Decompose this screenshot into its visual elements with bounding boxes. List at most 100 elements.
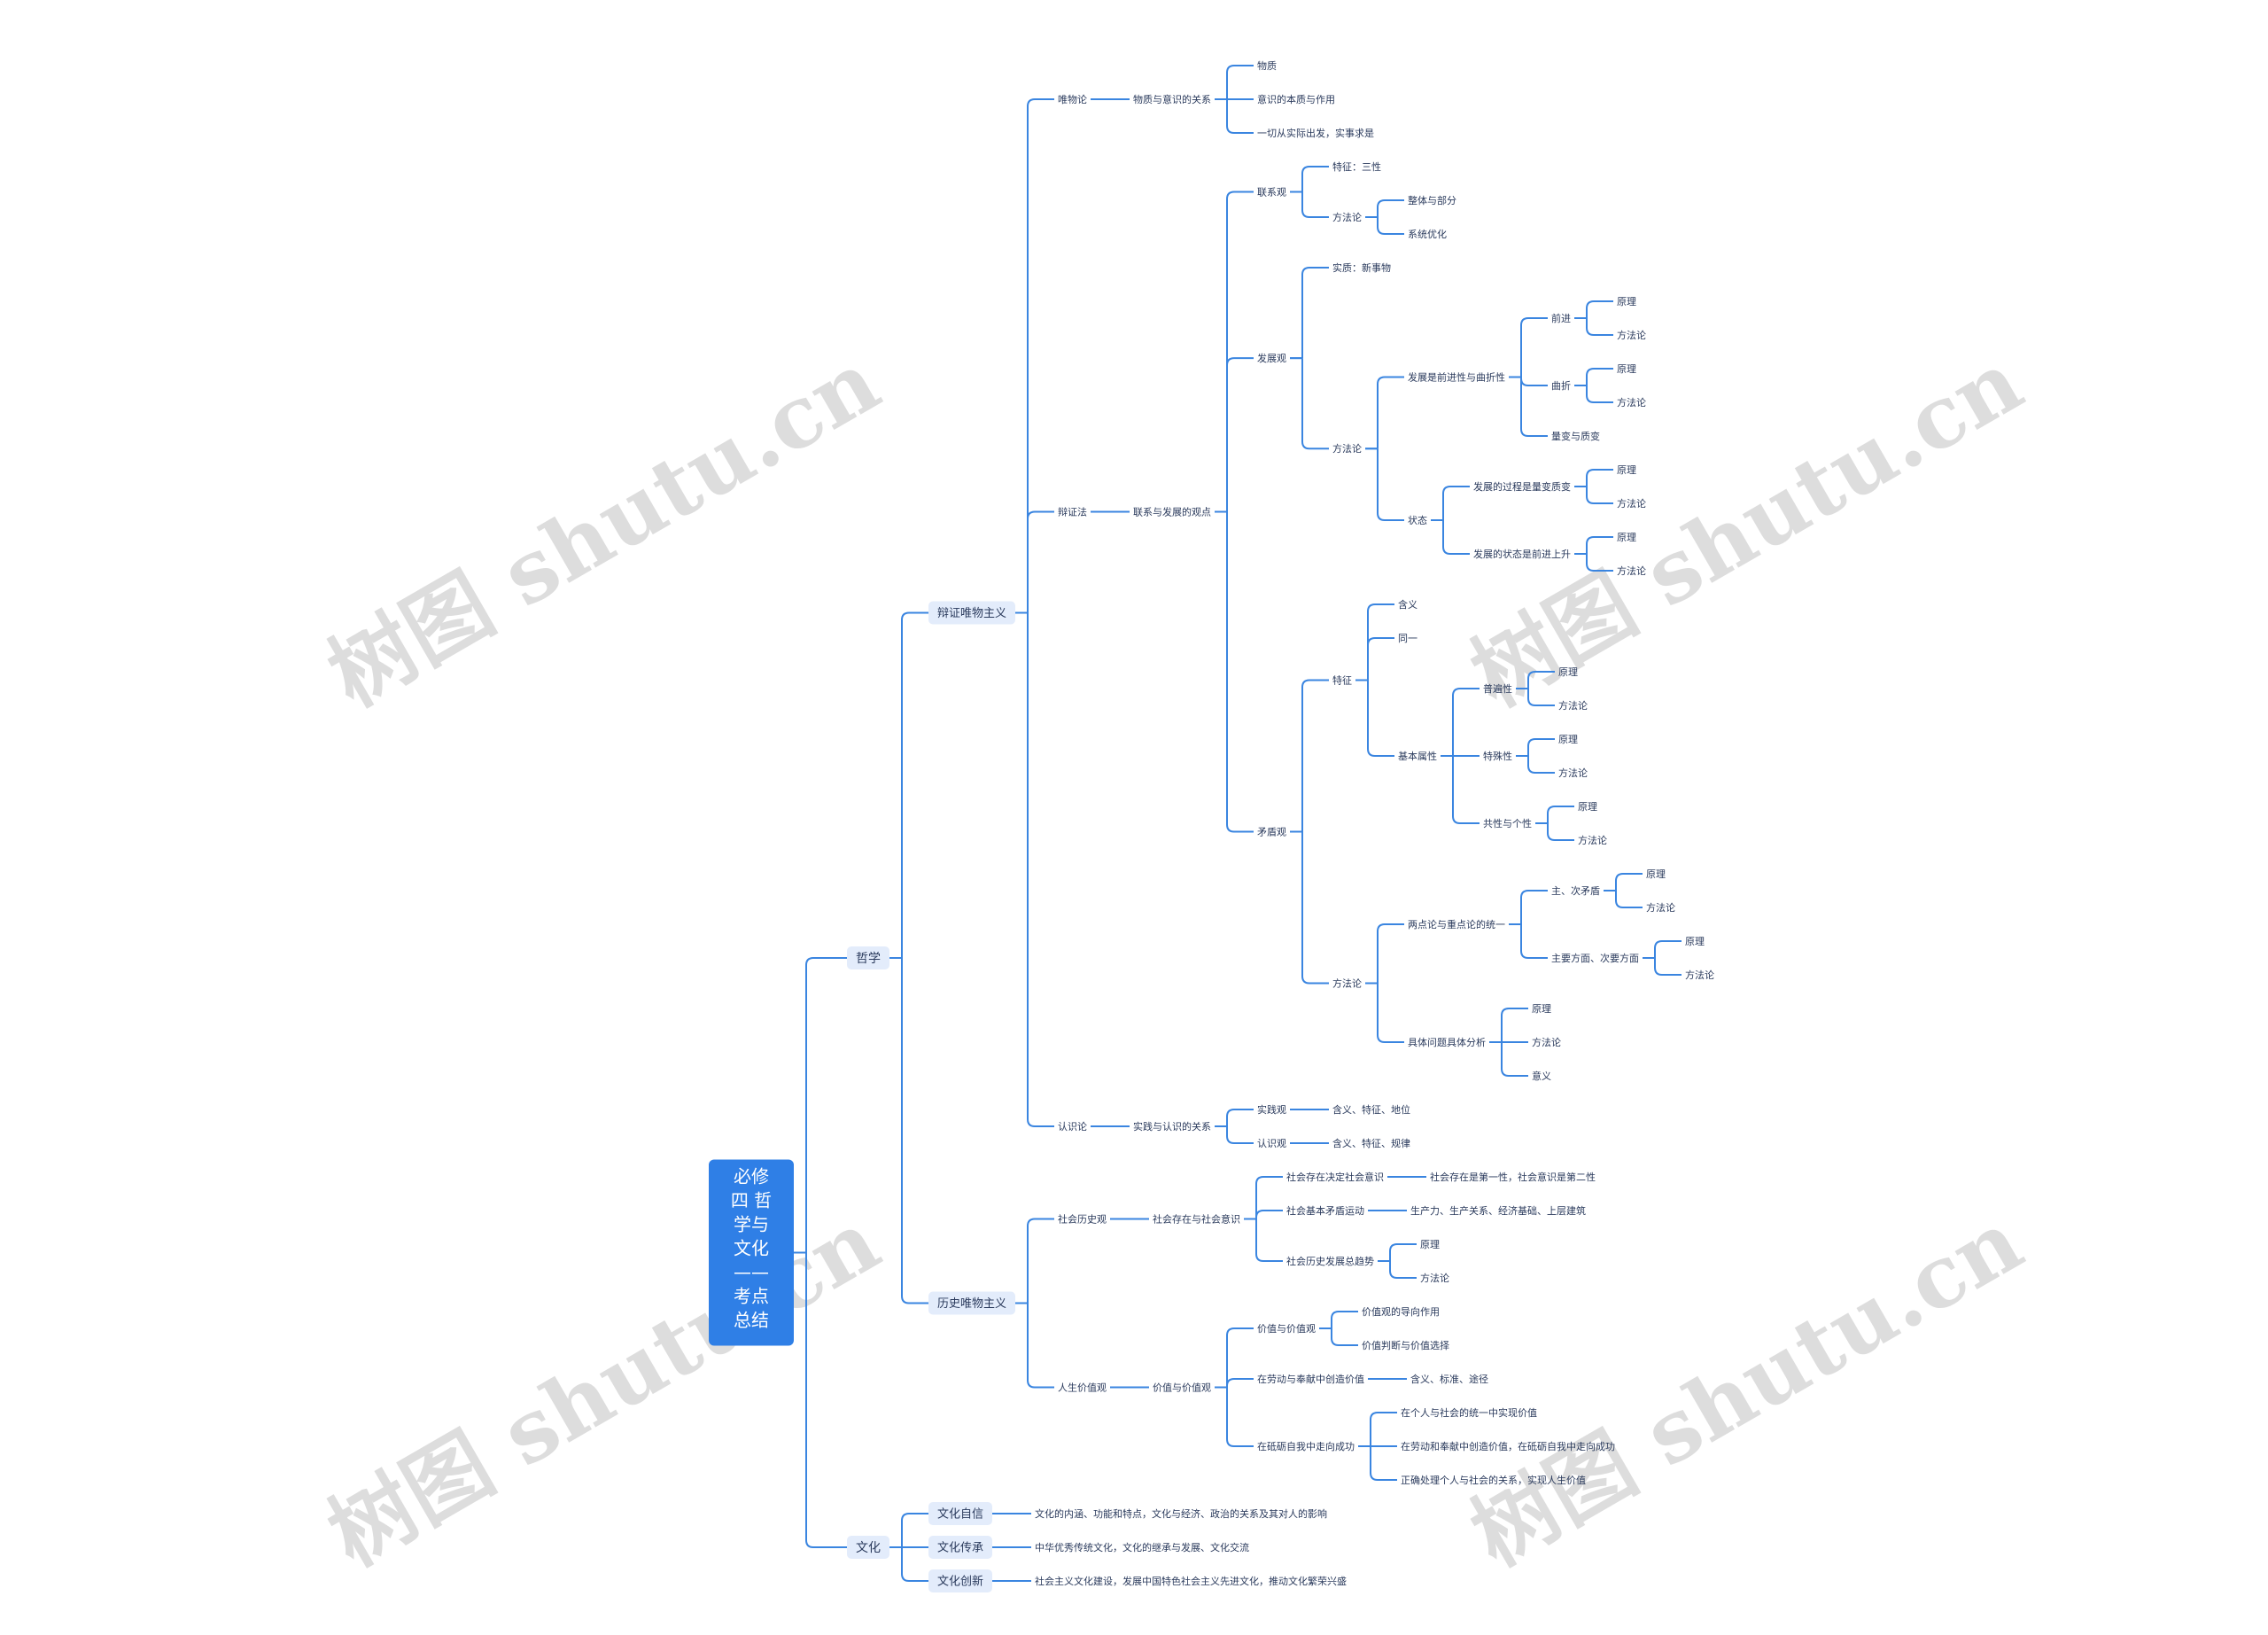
leaf-node[interactable]: 意识的本质与作用 [1257, 93, 1335, 105]
leaf-node[interactable]: 方法论 [1617, 564, 1646, 577]
topic-node[interactable]: 文化创新 [928, 1569, 992, 1592]
node-label: 方法论 [1332, 442, 1362, 455]
branch-node[interactable]: 哲学 [847, 946, 889, 969]
leaf-node[interactable]: 原理 [1617, 363, 1636, 375]
leaf-node[interactable]: 含义、标准、途径 [1410, 1373, 1488, 1385]
leaf-node[interactable]: 中华优秀传统文化，文化的继承与发展、文化交流 [1035, 1541, 1249, 1553]
topic-node[interactable]: 发展的过程是量变质变 [1473, 480, 1571, 493]
leaf-node[interactable]: 生产力、生产关系、经济基础、上层建筑 [1410, 1204, 1586, 1217]
topic-node[interactable]: 主、次矛盾 [1551, 884, 1600, 897]
leaf-node[interactable]: 原理 [1578, 801, 1597, 813]
topic-node[interactable]: 两点论与重点论的统一 [1408, 918, 1505, 930]
topic-node[interactable]: 特殊性 [1483, 750, 1512, 762]
topic-node[interactable]: 联系观 [1257, 186, 1286, 198]
topic-node[interactable]: 社会存在与社会意识 [1153, 1212, 1240, 1225]
leaf-node[interactable]: 价值判断与价值选择 [1362, 1339, 1449, 1351]
leaf-node[interactable]: 方法论 [1532, 1036, 1561, 1048]
topic-node[interactable]: 认识观 [1257, 1138, 1286, 1149]
leaf-node[interactable]: 方法论 [1558, 767, 1588, 779]
leaf-node[interactable]: 原理 [1558, 666, 1578, 678]
topic-node[interactable]: 文化传承 [928, 1536, 992, 1559]
leaf-node[interactable]: 原理 [1685, 936, 1705, 947]
leaf-node[interactable]: 含义 [1398, 598, 1418, 611]
leaf-node[interactable]: 正确处理个人与社会的关系，实现人生价值 [1401, 1474, 1586, 1486]
topic-node[interactable]: 联系与发展的观点 [1133, 505, 1211, 518]
topic-node[interactable]: 社会历史发展总趋势 [1286, 1255, 1374, 1267]
leaf-node[interactable]: 含义、特征、地位 [1332, 1103, 1410, 1116]
leaf-node[interactable]: 方法论 [1420, 1272, 1449, 1284]
topic-node[interactable]: 人生价值观 [1058, 1381, 1107, 1393]
leaf-node[interactable]: 原理 [1617, 296, 1636, 308]
leaf-node[interactable]: 文化的内涵、功能和特点，文化与经济、政治的关系及其对人的影响 [1035, 1507, 1327, 1520]
topic-node[interactable]: 基本属性 [1398, 750, 1437, 762]
leaf-node[interactable]: 意义 [1532, 1070, 1551, 1082]
topic-node[interactable]: 唯物论 [1058, 93, 1087, 105]
topic-node[interactable]: 发展观 [1257, 352, 1286, 364]
topic-node[interactable]: 方法论 [1332, 977, 1362, 989]
leaf-node[interactable]: 实质：新事物 [1332, 261, 1391, 274]
topic-node[interactable]: 价值与价值观 [1257, 1323, 1316, 1335]
leaf-node[interactable]: 一切从实际出发，实事求是 [1257, 127, 1374, 139]
topic-node[interactable]: 矛盾观 [1257, 826, 1286, 837]
topic-node[interactable]: 认识论 [1058, 1120, 1087, 1133]
leaf-node[interactable]: 方法论 [1685, 969, 1714, 981]
topic-node[interactable]: 方法论 [1332, 442, 1362, 455]
leaf-node[interactable]: 方法论 [1646, 901, 1675, 914]
topic-node[interactable]: 历史唯物主义 [928, 1291, 1015, 1315]
leaf-node[interactable]: 系统优化 [1408, 228, 1447, 240]
leaf-node[interactable]: 含义、特征、规律 [1332, 1137, 1410, 1149]
topic-node[interactable]: 具体问题具体分析 [1408, 1036, 1486, 1048]
branch-node[interactable]: 文化 [847, 1536, 889, 1559]
leaf-node[interactable]: 原理 [1558, 734, 1578, 745]
leaf-node[interactable]: 社会主义文化建设，发展中国特色社会主义先进文化，推动文化繁荣兴盛 [1035, 1575, 1347, 1587]
topic-node[interactable]: 辩证法 [1058, 505, 1087, 518]
topic-node[interactable]: 物质与意识的关系 [1133, 93, 1211, 105]
topic-node[interactable]: 社会存在决定社会意识 [1286, 1171, 1384, 1183]
leaf-node[interactable]: 原理 [1617, 464, 1636, 476]
topic-node[interactable]: 主要方面、次要方面 [1551, 952, 1639, 964]
topic-node[interactable]: 辩证唯物主义 [928, 601, 1015, 625]
leaf-node[interactable]: 量变与质变 [1551, 430, 1600, 442]
topic-node[interactable]: 在砥砺自我中走向成功 [1257, 1440, 1355, 1452]
node-label: 实践与认识的关系 [1133, 1120, 1211, 1133]
leaf-node[interactable]: 整体与部分 [1408, 194, 1456, 206]
leaf-node[interactable]: 原理 [1532, 1003, 1551, 1015]
topic-node[interactable]: 普遍性 [1483, 682, 1512, 695]
connector-line [1574, 536, 1613, 555]
leaf-node[interactable]: 原理 [1420, 1239, 1440, 1250]
topic-node[interactable]: 特征 [1332, 673, 1352, 686]
leaf-node[interactable]: 社会存在是第一性，社会意识是第二性 [1430, 1171, 1596, 1183]
leaf-node[interactable]: 原理 [1646, 868, 1666, 880]
topic-node[interactable]: 前进 [1551, 312, 1571, 324]
topic-node[interactable]: 价值与价值观 [1153, 1382, 1211, 1393]
leaf-node[interactable]: 同一 [1398, 633, 1418, 644]
leaf-node[interactable]: 方法论 [1617, 329, 1646, 341]
leaf-node[interactable]: 价值观的导向作用 [1362, 1305, 1440, 1318]
leaf-node[interactable]: 方法论 [1558, 699, 1588, 712]
node-label: 特殊性 [1483, 750, 1512, 762]
topic-node[interactable]: 方法论 [1332, 211, 1362, 223]
topic-node[interactable]: 发展的状态是前进上升 [1473, 548, 1571, 560]
topic-node[interactable]: 社会历史观 [1058, 1212, 1107, 1225]
topic-node[interactable]: 状态 [1408, 514, 1427, 526]
node-label: 方法论 [1646, 901, 1675, 914]
leaf-node[interactable]: 方法论 [1617, 497, 1646, 510]
topic-node[interactable]: 文化自信 [928, 1502, 992, 1525]
leaf-node[interactable]: 方法论 [1578, 834, 1607, 846]
leaf-node[interactable]: 原理 [1617, 532, 1636, 543]
connector-line [1441, 688, 1480, 757]
topic-node[interactable]: 实践与认识的关系 [1133, 1120, 1211, 1133]
topic-node[interactable]: 曲折 [1551, 379, 1571, 392]
leaf-node[interactable]: 在个人与社会的统一中实现价值 [1401, 1406, 1537, 1419]
leaf-node[interactable]: 特征：三性 [1332, 160, 1381, 173]
topic-node[interactable]: 实践观 [1257, 1103, 1286, 1116]
root-box[interactable] [709, 1159, 794, 1346]
topic-node[interactable]: 在劳动与奉献中创造价值 [1257, 1373, 1364, 1385]
topic-node[interactable]: 共性与个性 [1483, 817, 1532, 829]
leaf-node[interactable]: 物质 [1257, 59, 1277, 72]
leaf-node[interactable]: 在劳动和奉献中创造价值，在砥砺自我中走向成功 [1401, 1440, 1615, 1452]
topic-node[interactable]: 社会基本矛盾运动 [1286, 1204, 1364, 1217]
topic-node[interactable]: 发展是前进性与曲折性 [1408, 370, 1505, 383]
leaf-node[interactable]: 方法论 [1617, 396, 1646, 409]
